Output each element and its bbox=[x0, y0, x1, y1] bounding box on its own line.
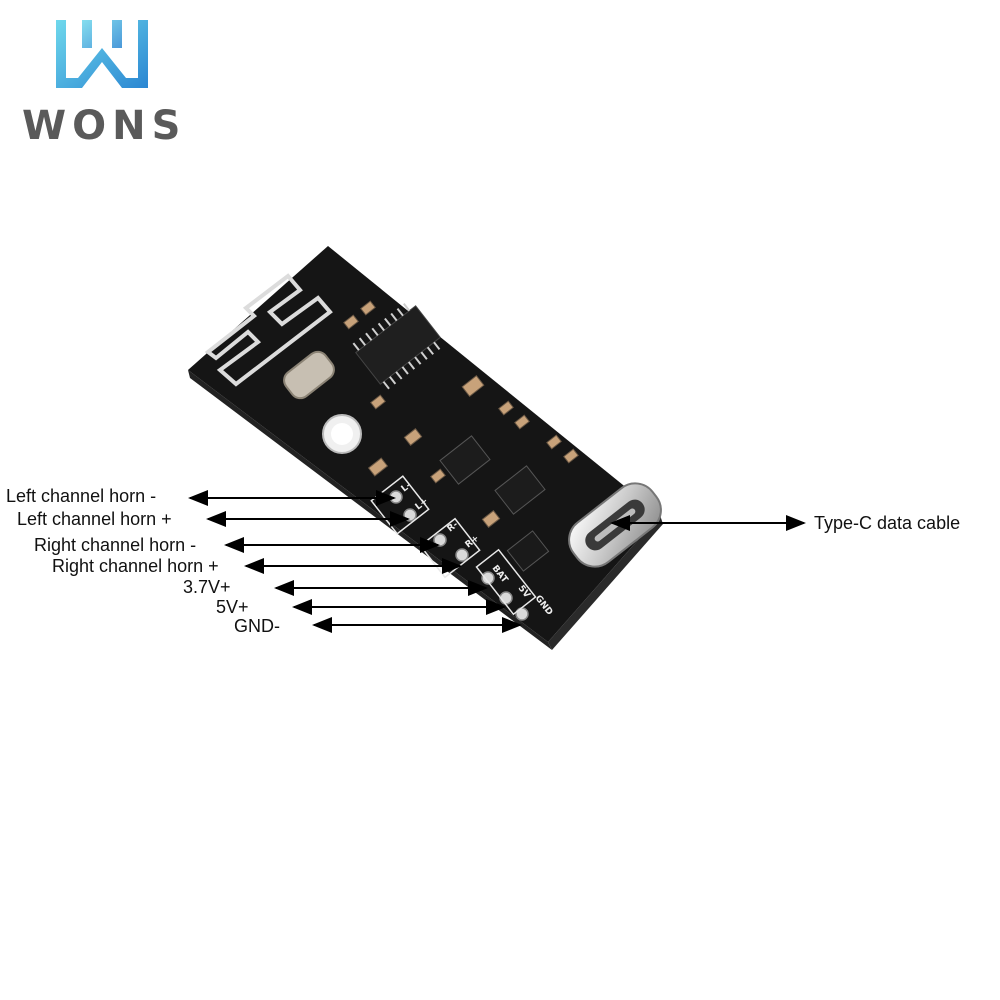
callout-arrows bbox=[188, 490, 806, 633]
label-5v: 5V+ bbox=[216, 597, 249, 617]
label-right-channel-plus: Right channel horn + bbox=[52, 556, 219, 576]
label-bat: 3.7V+ bbox=[183, 577, 231, 597]
main-chip bbox=[352, 303, 441, 390]
brand-name: WONS bbox=[22, 103, 187, 149]
brand-logo-mark bbox=[56, 20, 148, 88]
crystal-oscillator bbox=[283, 350, 335, 400]
label-left-channel-minus: Left channel horn - bbox=[6, 486, 157, 506]
label-right-channel-minus: Right channel horn - bbox=[34, 535, 197, 555]
label-left-channel-plus: Left channel horn + bbox=[17, 509, 172, 529]
amp-chip-1 bbox=[439, 435, 491, 485]
amp-chip-2 bbox=[494, 465, 546, 515]
label-type-c: Type-C data cable bbox=[814, 513, 961, 533]
antenna-trace bbox=[204, 273, 333, 387]
regulator bbox=[506, 530, 550, 572]
pcb-board bbox=[188, 246, 660, 642]
label-gnd: GND- bbox=[234, 616, 280, 636]
